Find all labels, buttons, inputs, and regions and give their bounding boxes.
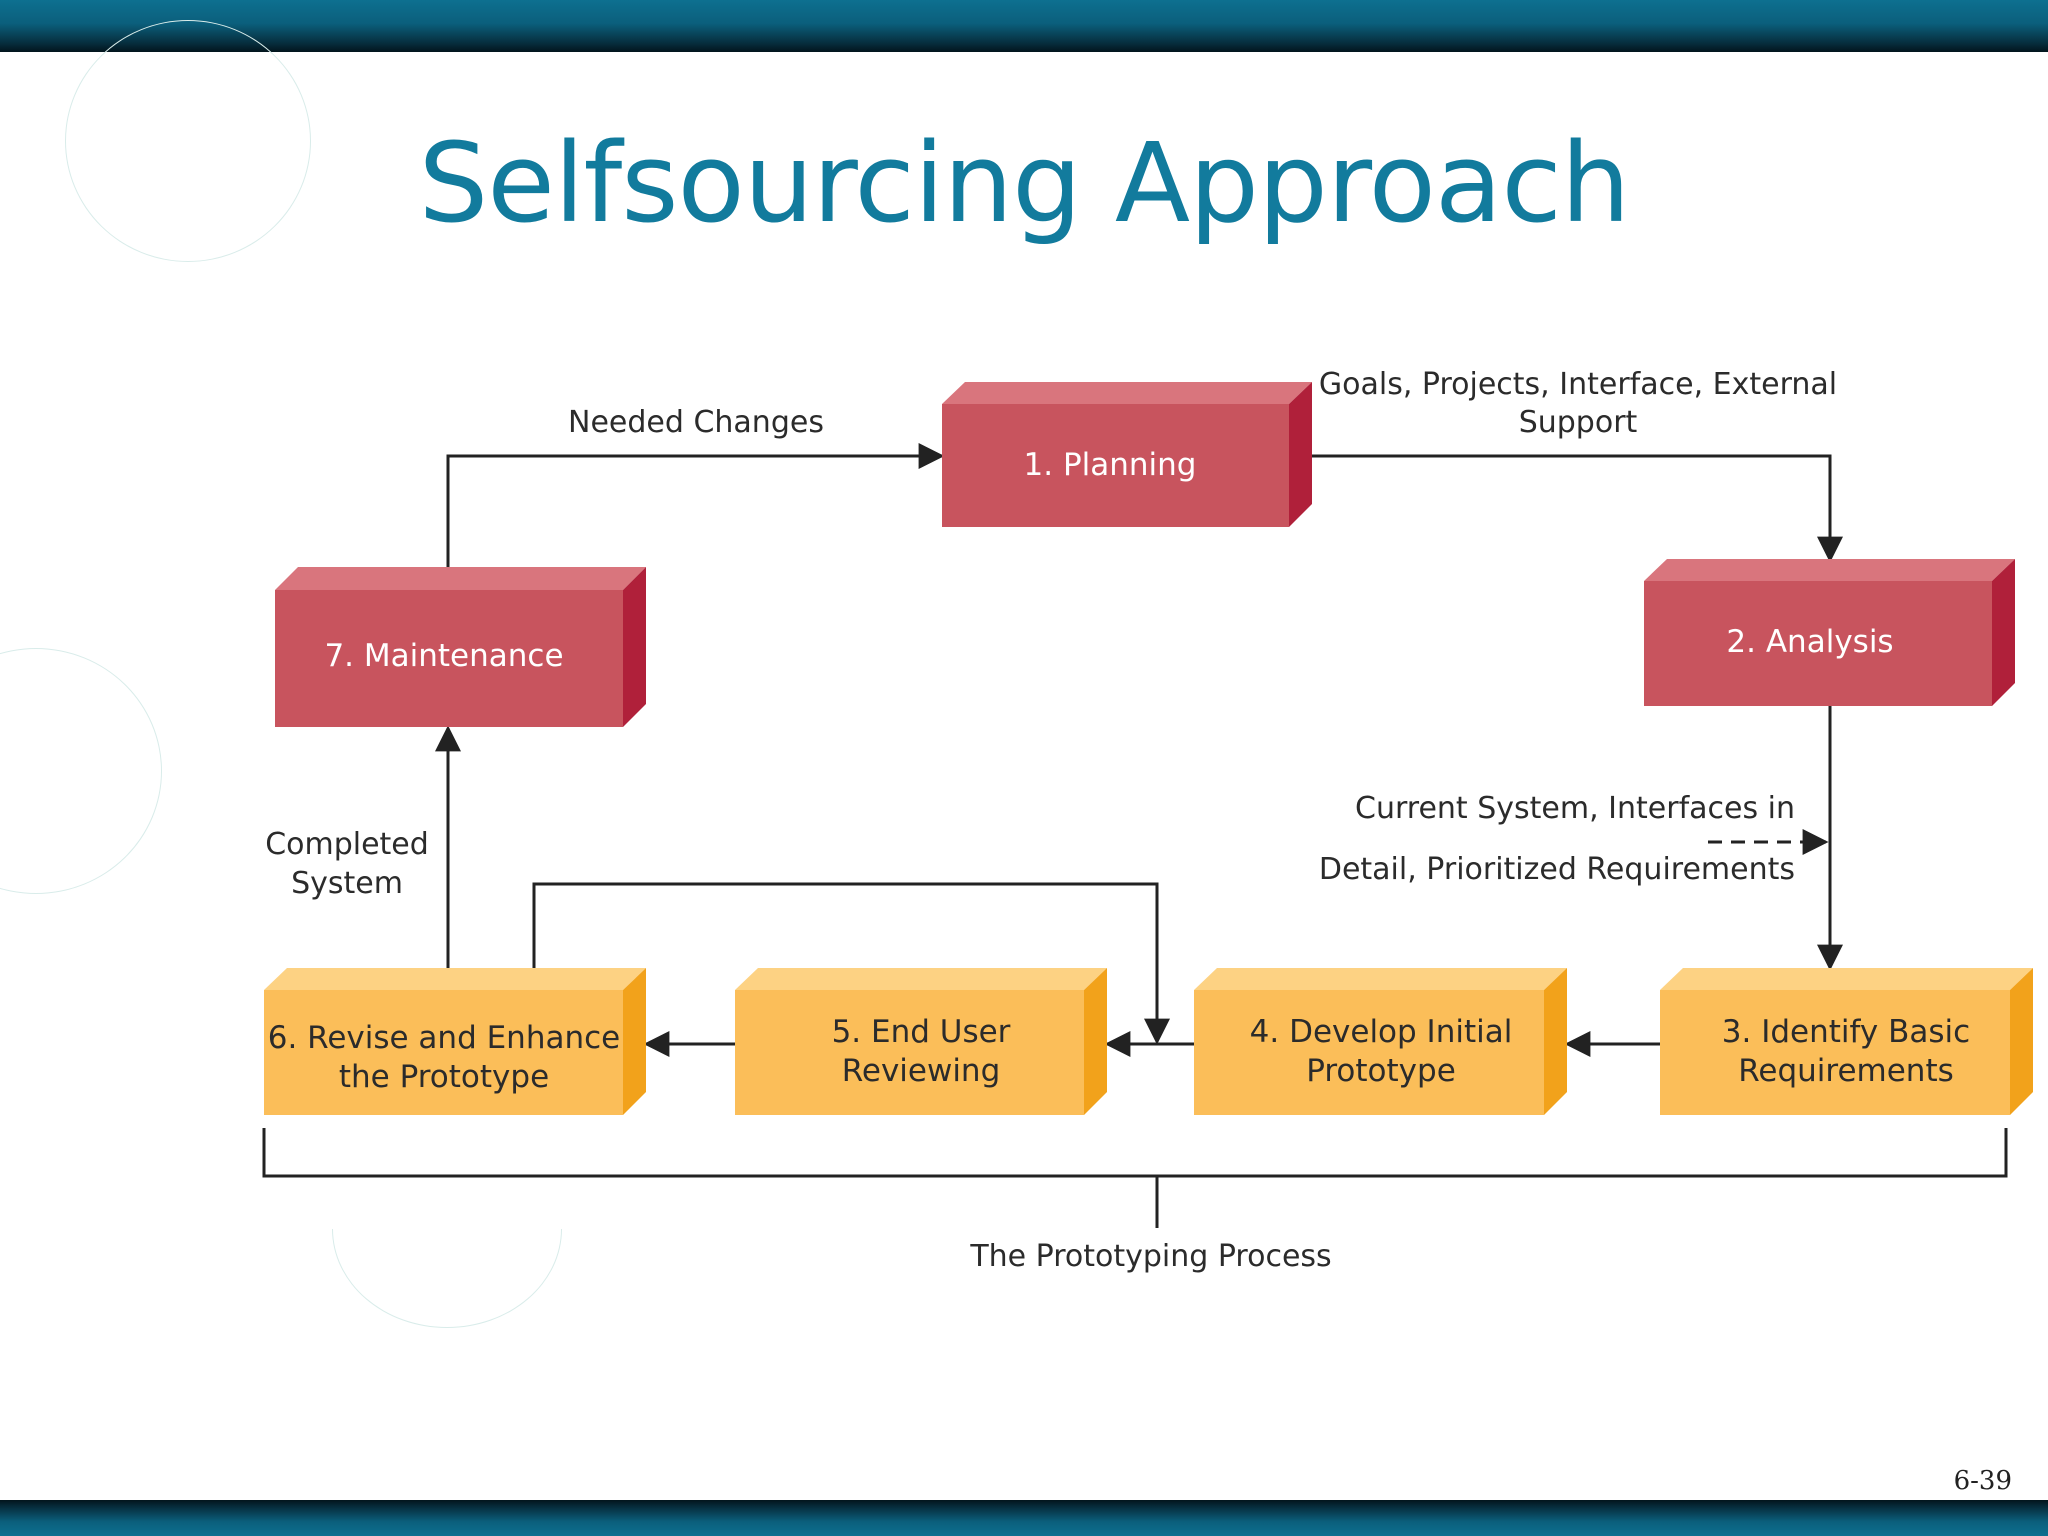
box-revise-label-line1: 6. Revise and Enhance xyxy=(268,1020,621,1056)
label-completed-system-line1: Completed xyxy=(265,827,429,862)
label-prototyping-process: The Prototyping Process xyxy=(969,1239,1331,1274)
arrow-planning-to-analysis xyxy=(1300,454,1843,563)
box-planning-label: 1. Planning xyxy=(1024,447,1197,483)
box-develop-label-line1: 4. Develop Initial xyxy=(1250,1014,1513,1050)
arrow-revise-loop xyxy=(532,882,1170,1045)
box-review-label-line2: Reviewing xyxy=(842,1053,1001,1089)
box-maintenance: 7. Maintenance xyxy=(275,567,646,727)
bracket-prototyping xyxy=(262,1128,2008,1178)
box-develop: 4. Develop Initial Prototype xyxy=(1194,968,1567,1115)
arrow-maintenance-to-planning xyxy=(446,443,945,568)
top-banner xyxy=(0,0,2048,52)
box-review-label-line1: 5. End User xyxy=(832,1014,1011,1050)
label-needed-changes: Needed Changes xyxy=(568,405,824,440)
box-develop-label-line2: Prototype xyxy=(1306,1053,1456,1089)
box-identify-label-line2: Requirements xyxy=(1738,1053,1954,1089)
bottom-banner xyxy=(0,1500,2048,1536)
decorative-circle-top xyxy=(65,20,311,262)
box-identify-label-line1: 3. Identify Basic xyxy=(1722,1014,1970,1050)
label-goals-line1: Goals, Projects, Interface, External xyxy=(1319,367,1837,402)
slide-number: 6-39 xyxy=(1953,1466,2012,1496)
box-maintenance-label: 7. Maintenance xyxy=(324,638,563,674)
label-completed-system-line2: System xyxy=(291,866,403,901)
box-planning: 1. Planning xyxy=(942,382,1312,527)
box-revise: 6. Revise and Enhance the Prototype xyxy=(264,968,646,1115)
box-analysis-label: 2. Analysis xyxy=(1726,624,1893,660)
label-current-system-line2: Detail, Prioritized Requirements xyxy=(1319,852,1795,887)
box-review: 5. End User Reviewing xyxy=(735,968,1107,1115)
box-analysis: 2. Analysis xyxy=(1644,559,2015,706)
box-revise-label-line2: the Prototype xyxy=(339,1059,549,1095)
label-goals-line2: Support xyxy=(1519,405,1638,440)
box-identify: 3. Identify Basic Requirements xyxy=(1660,968,2033,1115)
connectors xyxy=(262,443,2008,1228)
label-current-system-line1: Current System, Interfaces in xyxy=(1355,791,1795,826)
page-title: Selfsourcing Approach xyxy=(418,119,1630,247)
